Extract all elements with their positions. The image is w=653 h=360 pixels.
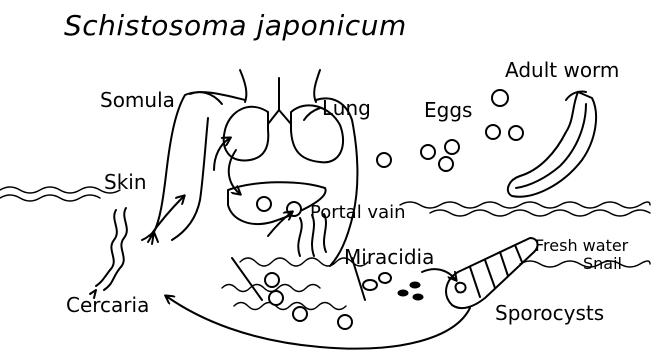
egg (439, 157, 453, 171)
body-inner-arm (172, 118, 208, 240)
liver-egg (257, 197, 271, 211)
skin-to-body-arrow (150, 196, 184, 236)
lung-left (224, 107, 269, 161)
label-eggs: Eggs (424, 100, 472, 120)
adult-worm-body (508, 92, 596, 197)
label-skin: Skin (104, 172, 147, 192)
label-lung: Lung (322, 98, 371, 118)
sporocyst (410, 282, 420, 288)
sporocyst (413, 294, 423, 300)
label-miracidia: Miracidia (344, 247, 434, 267)
label-adult-worm: Adult worm (505, 60, 619, 80)
cercaria-body-inner (96, 210, 117, 286)
snail-icon (446, 238, 537, 308)
diagram-title: Schistosoma japonicum (64, 12, 407, 40)
trachea (268, 78, 291, 124)
label-fresh-water: Fresh water (535, 238, 628, 254)
hand-icon (142, 232, 158, 244)
sporocyst (398, 290, 408, 296)
egg (445, 140, 459, 154)
snail-to-cercaria-arrow (166, 296, 470, 349)
intestine-egg (338, 315, 352, 329)
snail-shell (446, 238, 537, 308)
intestine-egg (269, 291, 283, 305)
adult-worm-icon (508, 91, 596, 196)
water-wave-right-lower (430, 210, 650, 216)
label-cercaria: Cercaria (66, 295, 149, 315)
portal-pointer (268, 212, 292, 236)
label-snail: Snail (583, 256, 622, 272)
miracidium (379, 273, 391, 283)
body-neck-right (314, 70, 320, 102)
egg (421, 145, 435, 159)
water-wave-left-upper (0, 187, 120, 193)
intestine-egg (293, 307, 307, 321)
lung-pointer (304, 108, 320, 120)
body-neck-left (240, 70, 246, 102)
cercaria-icon (90, 208, 127, 298)
adult-worm-groove (516, 104, 586, 188)
lungs (224, 78, 343, 162)
egg (377, 153, 391, 167)
egg (486, 125, 500, 139)
miracidia-group (363, 273, 423, 300)
miracidium (363, 280, 377, 290)
label-portal-vein: Portal vain (310, 204, 406, 222)
egg (509, 126, 523, 140)
water-wave-right-upper (400, 202, 650, 208)
snail-spiral (456, 283, 466, 293)
water-wave-left-lower (0, 195, 100, 201)
egg (492, 90, 508, 106)
label-sporocysts: Sporocysts (495, 303, 604, 323)
body-right-side (316, 98, 357, 266)
label-somula: Somula (100, 90, 175, 110)
intestine-egg (265, 273, 279, 287)
intestine-wave (234, 303, 346, 310)
